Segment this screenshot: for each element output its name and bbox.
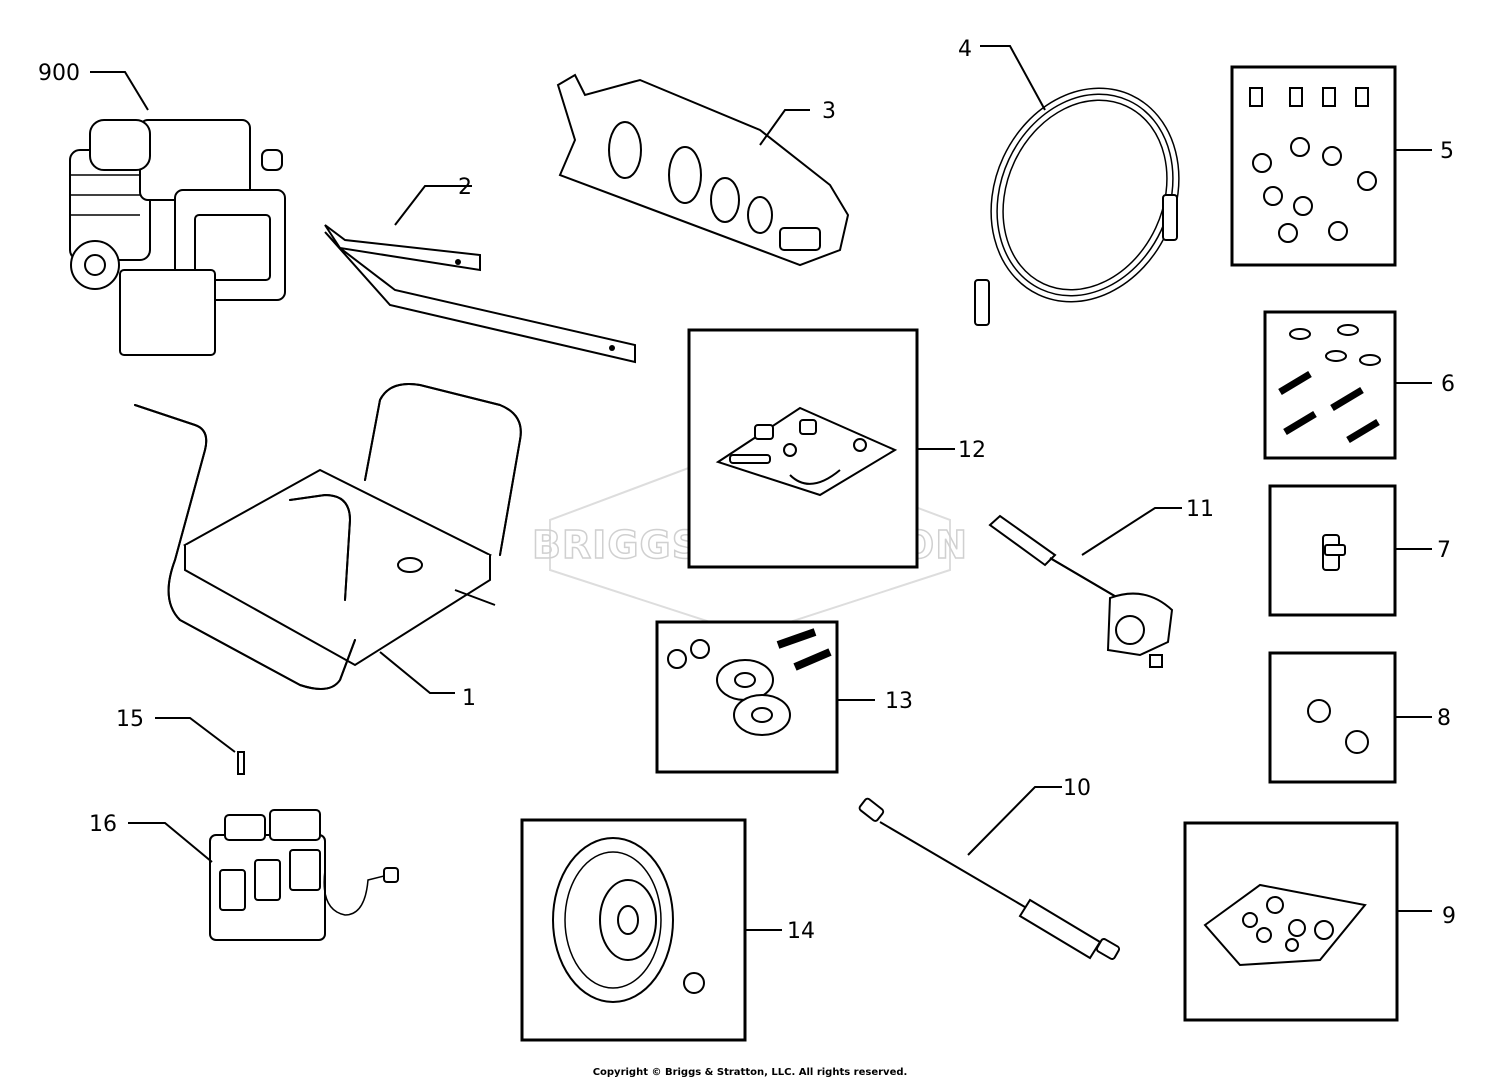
callout-1: 1 [462, 686, 476, 711]
part-11-gun [988, 514, 1174, 668]
callout-6: 6 [1441, 372, 1455, 397]
part-15-pin [237, 751, 245, 775]
part-13-kit [655, 620, 839, 774]
callout-4: 4 [958, 37, 972, 62]
callout-16: 16 [89, 812, 117, 837]
part-6-kit [1263, 310, 1397, 460]
callout-11: 11 [1186, 497, 1214, 522]
part-9-kit [1183, 821, 1399, 1022]
part-14-wheel [520, 818, 747, 1042]
part-4-hose [974, 87, 1180, 326]
part-12-kit [687, 328, 919, 569]
part-8-kit [1268, 651, 1397, 784]
callout-14: 14 [787, 919, 815, 944]
copyright-notice: Copyright © Briggs & Stratton, LLC. All … [593, 1067, 908, 1078]
callout-8: 8 [1437, 706, 1451, 731]
callout-10: 10 [1063, 776, 1091, 801]
callout-12: 12 [958, 438, 986, 463]
callout-labels: 900 1 2 3 4 5 6 7 8 9 10 11 12 13 14 15 … [38, 37, 1456, 944]
part-7-kit [1268, 484, 1397, 617]
part-2-bar [324, 224, 636, 364]
callout-3: 3 [822, 99, 836, 124]
part-1-frame [134, 383, 522, 690]
callout-9: 9 [1442, 904, 1456, 929]
callout-13: 13 [885, 689, 913, 714]
part-10-wand [858, 797, 1121, 960]
callout-2: 2 [458, 175, 472, 200]
callout-7: 7 [1437, 538, 1451, 563]
part-16-pump [209, 809, 399, 941]
leader-lines [90, 45, 1432, 931]
part-5-kit [1230, 65, 1397, 267]
part-900-engine [69, 119, 286, 356]
callout-900: 900 [38, 61, 80, 86]
part-3-cover [556, 73, 850, 267]
callout-5: 5 [1440, 139, 1454, 164]
callout-15: 15 [116, 707, 144, 732]
